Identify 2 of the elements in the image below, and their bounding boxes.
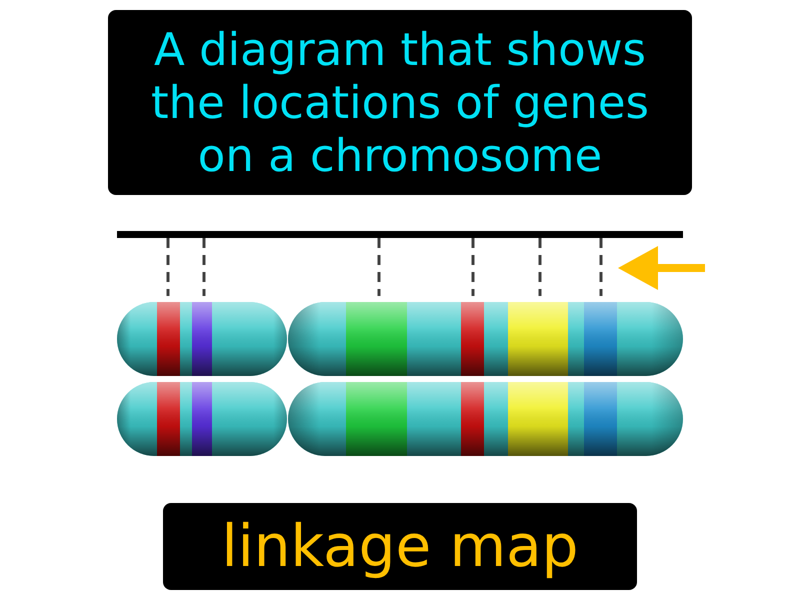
caption: linkage map (163, 503, 637, 590)
title: A diagram that shows the locations of genes on a chromosome (108, 10, 692, 195)
